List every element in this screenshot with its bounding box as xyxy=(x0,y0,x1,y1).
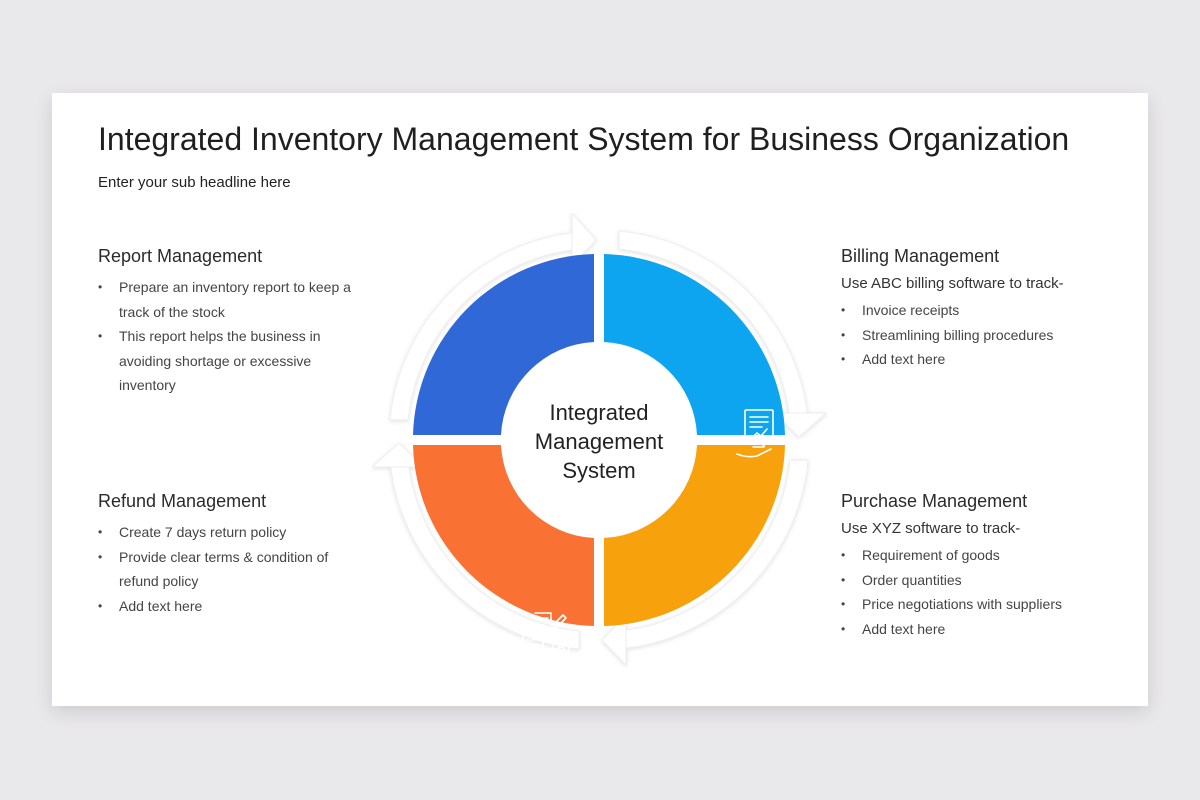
slide: Integrated Inventory Management System f… xyxy=(52,93,1148,706)
refund-bullet: Create 7 days return policy xyxy=(98,520,368,545)
billing-intro: Use ABC billing software to track- xyxy=(841,275,1064,292)
arrow-ring-segment xyxy=(389,459,580,650)
checklist-calendar-icon xyxy=(524,412,568,456)
center-label-line: Integrated xyxy=(549,400,649,425)
report-management-block: Report Management Prepare an inventory r… xyxy=(98,246,368,398)
billing-bullet: Add text here xyxy=(841,347,1111,372)
page-subtitle: Enter your sub headline here xyxy=(98,174,291,191)
refund-quadrant xyxy=(413,445,594,626)
refund-bullet: Provide clear terms & condition of refun… xyxy=(98,545,368,594)
arrow-head xyxy=(571,213,597,267)
billing-bullet-list: Invoice receipts Streamlining billing pr… xyxy=(841,298,1111,372)
center-label-line: System xyxy=(562,458,636,483)
billing-quadrant xyxy=(604,254,785,435)
report-quadrant xyxy=(413,254,594,435)
report-bullet: Prepare an inventory report to keep a tr… xyxy=(98,275,368,324)
refund-management-block: Refund Management Create 7 days return p… xyxy=(98,491,368,618)
arrow-head xyxy=(601,613,627,667)
report-bullet: This report helps the business in avoidi… xyxy=(98,324,368,398)
center-label: Integrated Management System xyxy=(519,398,679,485)
arrow-ring xyxy=(372,213,828,667)
arrow-ring-segment xyxy=(618,230,809,421)
report-bullet-list: Prepare an inventory report to keep a tr… xyxy=(98,275,368,398)
purchase-bullet: Order quantities xyxy=(841,568,1111,593)
purchase-intro: Use XYZ software to track- xyxy=(841,520,1021,537)
purchase-bullet: Requirement of goods xyxy=(841,543,1111,568)
billing-bullet: Streamlining billing procedures xyxy=(841,323,1111,348)
purchase-bullet: Add text here xyxy=(841,617,1111,642)
invoice-hand-icon xyxy=(736,409,774,458)
calculator-money-icon xyxy=(522,612,570,656)
arrow-ring-segment xyxy=(618,459,809,650)
arrow-ring-segment xyxy=(389,231,580,421)
refund-bullet-list: Create 7 days return policy Provide clea… xyxy=(98,520,368,618)
arrow-head xyxy=(372,442,426,468)
purchase-heading: Purchase Management xyxy=(841,491,1028,511)
billing-management-block: Billing Management Use ABC billing softw… xyxy=(841,246,1111,372)
billing-heading: Billing Management xyxy=(841,246,1000,266)
refund-heading: Refund Management xyxy=(98,491,267,511)
document-search-icon xyxy=(735,610,777,652)
center-label-line: Management xyxy=(534,429,664,454)
arrow-head xyxy=(772,412,828,438)
purchase-bullet: Price negotiations with suppliers xyxy=(841,592,1111,617)
refund-bullet: Add text here xyxy=(98,594,368,619)
purchase-quadrant xyxy=(604,445,785,626)
purchase-management-block: Purchase Management Use XYZ software to … xyxy=(841,491,1111,641)
billing-bullet: Invoice receipts xyxy=(841,298,1111,323)
purchase-bullet-list: Requirement of goods Order quantities Pr… xyxy=(841,543,1111,641)
cycle-diagram xyxy=(372,213,828,667)
report-heading: Report Management xyxy=(98,246,263,266)
page-title: Integrated Inventory Management System f… xyxy=(98,121,1070,157)
